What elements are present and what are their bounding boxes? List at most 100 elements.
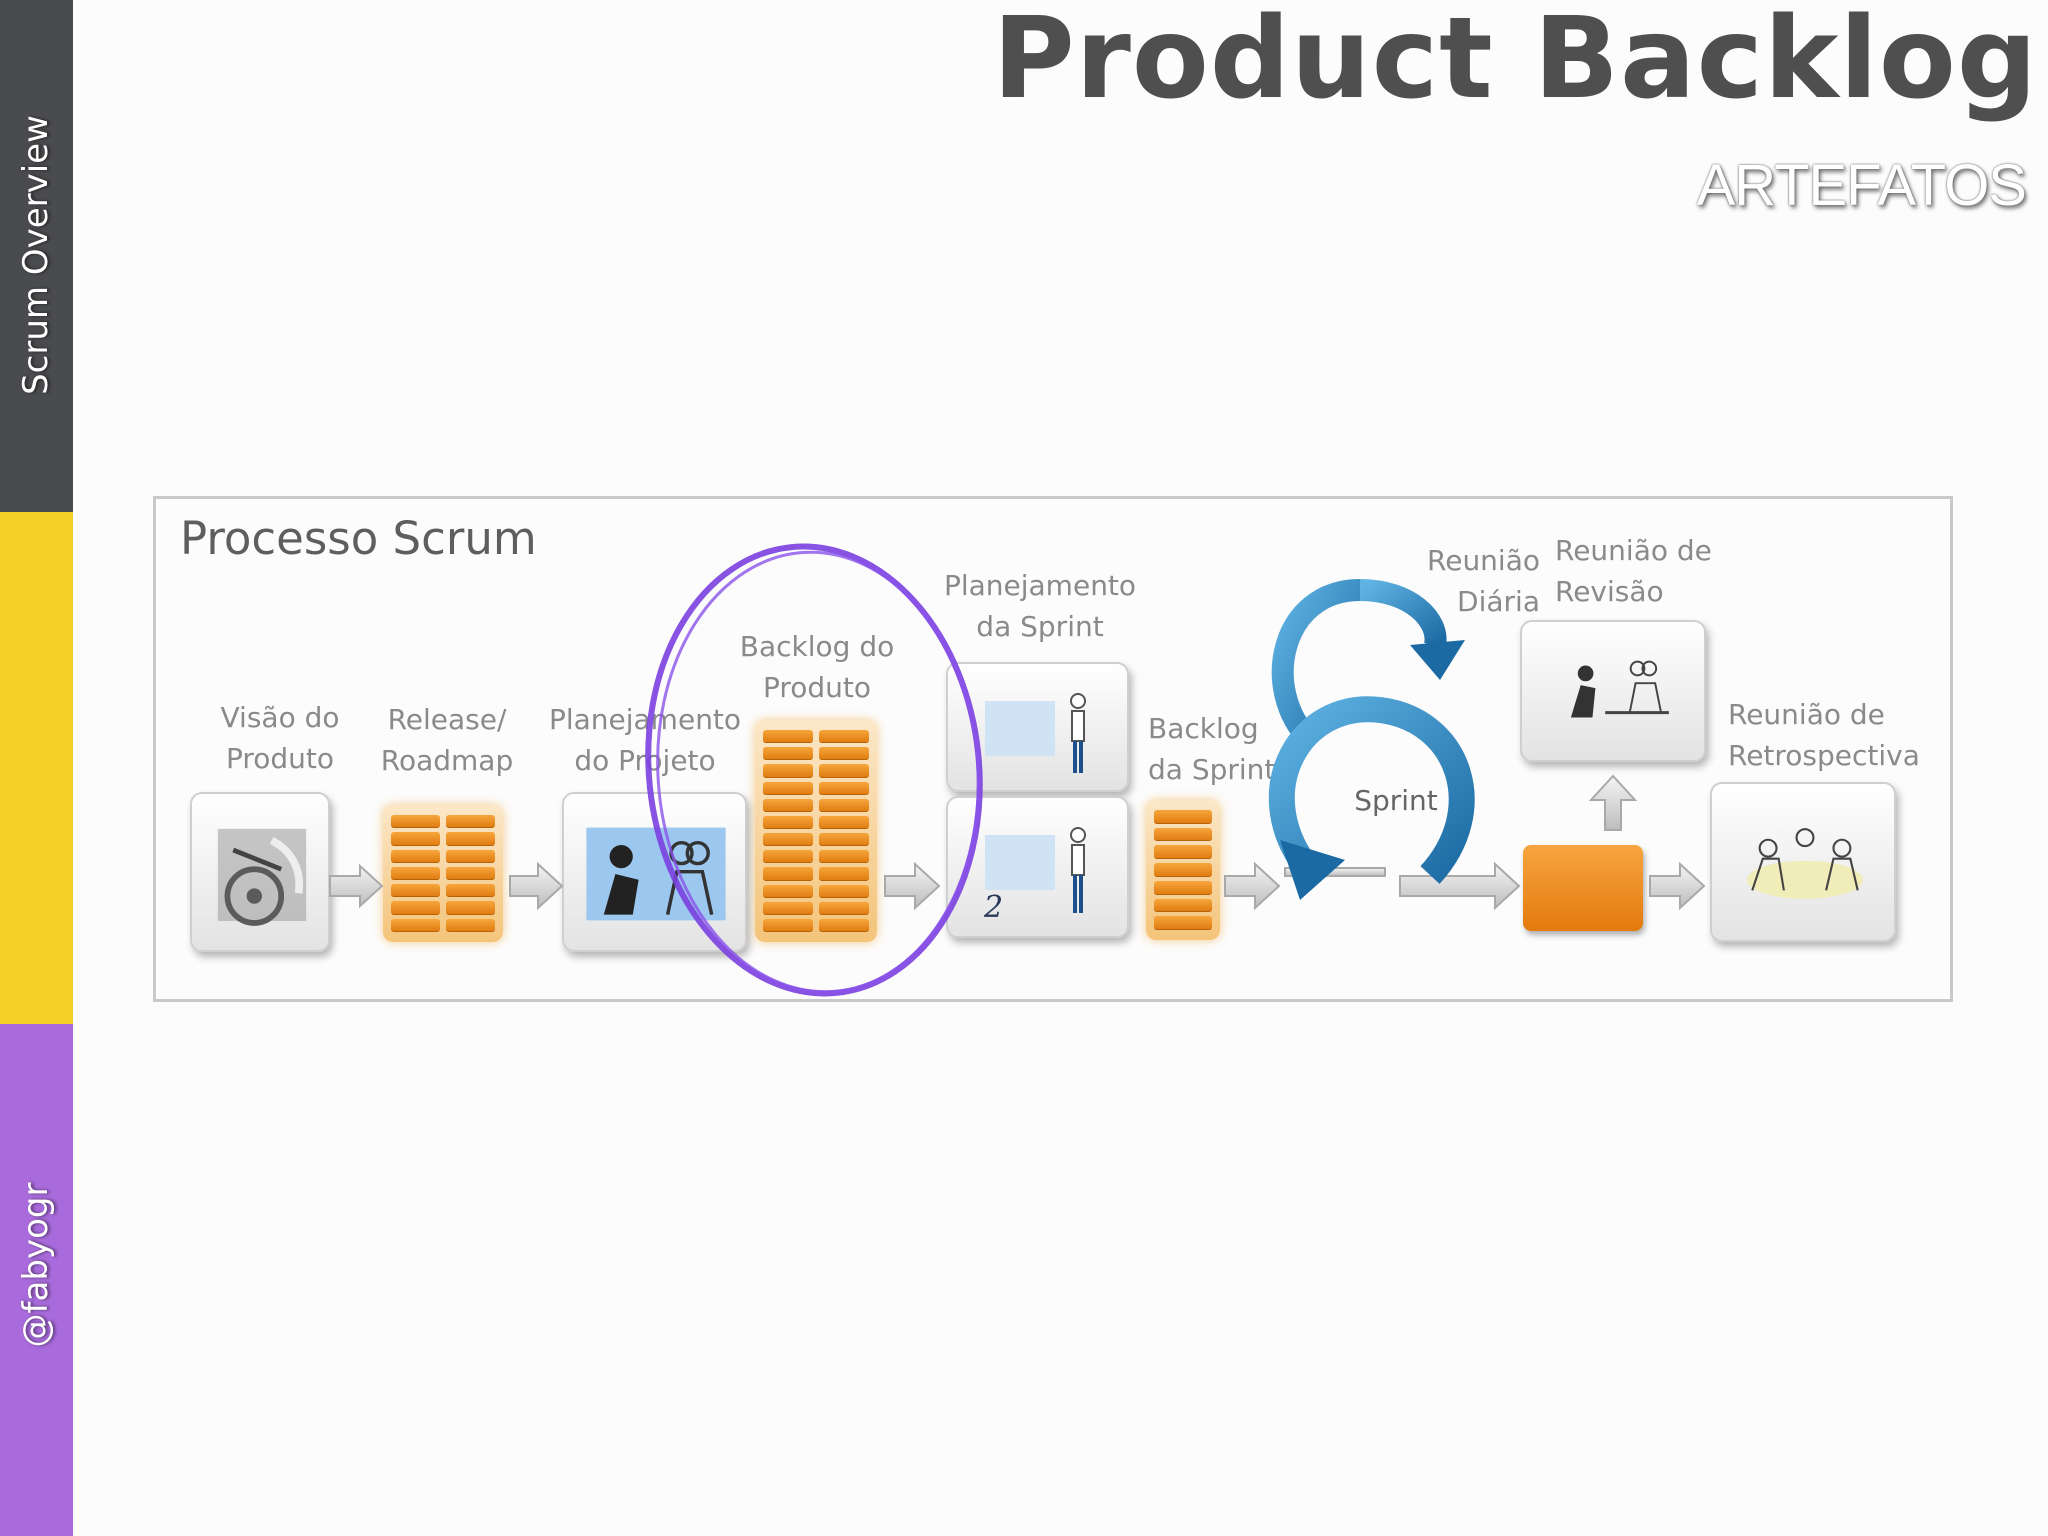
increment-envelope [1523, 845, 1643, 931]
backlog-item [446, 901, 495, 915]
presenter-icon [985, 693, 1086, 773]
sidebar-handle-band [0, 1024, 73, 1536]
backlog-item [446, 849, 495, 863]
backlog-item [819, 781, 869, 795]
backlog-item [391, 815, 440, 829]
label-line: Reunião [1427, 544, 1540, 577]
backlog-item [1154, 880, 1212, 895]
backlog-item [446, 815, 495, 829]
sprint-loop-arrow [1268, 696, 1475, 884]
backlog-item [446, 866, 495, 881]
backlog-item [763, 747, 813, 761]
backlog-item [819, 867, 869, 881]
label-line: da Sprint [1148, 753, 1276, 786]
backlog-item [819, 833, 869, 847]
backlog-item [819, 918, 869, 933]
flow-arrow [884, 861, 941, 911]
backlog-item [763, 815, 813, 830]
sprint-planning-step-number: 2 [984, 890, 1004, 925]
sidebar-section-band [0, 0, 73, 512]
daily-loop-arrow [1359, 579, 1447, 648]
label-line: Revisão [1555, 575, 1664, 608]
backlog-item [1154, 845, 1212, 860]
daily-loop-arrowhead [1410, 640, 1465, 680]
meeting-people-icon [1570, 660, 1669, 718]
ship-wheel-icon [217, 828, 307, 926]
vision-step-box [190, 792, 330, 952]
slide-title: Product Backlog [992, 0, 2038, 124]
retrospective-meeting-box [1710, 782, 1896, 942]
label-line: Diária [1457, 585, 1540, 618]
backlog-item [1154, 898, 1212, 913]
backlog-item [819, 747, 869, 761]
backlog-item [1154, 827, 1212, 842]
product-backlog-stack [755, 720, 877, 942]
backlog-item [1154, 916, 1212, 931]
stack-column [1154, 810, 1212, 931]
backlog-item [819, 884, 869, 898]
backlog-item [1154, 863, 1212, 877]
backlog-item [763, 730, 813, 744]
label-visao-do-produto: Visão do Produto [205, 697, 355, 779]
label-reuniao-de-retrospectiva: Reunião de Retrospectiva [1728, 694, 1948, 776]
flow-arrow-up [1588, 774, 1638, 831]
people-meeting-icon [586, 827, 726, 921]
product-backlog-highlight-ring [645, 543, 983, 997]
label-line: Reunião de [1555, 534, 1712, 567]
backlog-item [763, 867, 813, 881]
stack-column [763, 730, 813, 933]
backlog-item [391, 901, 440, 915]
backlog-item [763, 884, 813, 898]
label-line: Retrospectiva [1728, 739, 1920, 772]
backlog-item [819, 850, 869, 864]
sidebar-accent-band [0, 512, 73, 1024]
project-planning-step-box [562, 792, 747, 952]
flow-arrow [509, 861, 564, 911]
backlog-item [391, 918, 440, 932]
backlog-item [446, 884, 495, 898]
label-line: Roadmap [380, 744, 514, 777]
label-reuniao-diaria: Reunião Diária [1380, 540, 1540, 622]
label-line: Backlog do [739, 630, 895, 663]
label-line: Backlog [1148, 712, 1259, 745]
backlog-item [763, 764, 813, 778]
label-planejamento-da-sprint: Planejamento da Sprint [930, 565, 1150, 647]
flow-arrow [1224, 861, 1281, 911]
backlog-item [763, 781, 813, 795]
backlog-item [763, 798, 813, 812]
diagram-title: Processo Scrum [180, 512, 537, 565]
sprint-cycle-arrows: Sprint [1268, 579, 1475, 900]
label-line: Reunião de [1728, 698, 1885, 731]
label-line: da Sprint [976, 610, 1104, 643]
release-roadmap-stack [383, 805, 503, 942]
daily-loop-arrow [1271, 579, 1361, 748]
round-table-icon [1747, 828, 1863, 899]
sprint-loop-arrowhead [1280, 840, 1345, 900]
sprint-backlog-stack [1146, 800, 1220, 940]
label-line: Visão do [220, 701, 340, 734]
stack-column [446, 815, 495, 932]
backlog-item [446, 918, 495, 932]
label-backlog-da-sprint: Backlog da Sprint [1148, 708, 1298, 790]
backlog-item [446, 832, 495, 846]
label-line: Produto [225, 742, 335, 775]
backlog-item [819, 764, 869, 778]
backlog-item [819, 815, 869, 830]
label-line: Planejamento [548, 703, 742, 736]
label-line: do Projeto [574, 744, 716, 777]
stack-column [391, 815, 440, 932]
backlog-item [763, 833, 813, 847]
backlog-item [763, 850, 813, 864]
label-line: Produto [762, 671, 872, 704]
backlog-item [819, 901, 869, 915]
flow-arrow [1649, 861, 1706, 911]
label-line: Release/ [387, 703, 507, 736]
backlog-item [763, 918, 813, 933]
backlog-item [819, 730, 869, 744]
backlog-item [1154, 810, 1212, 824]
backlog-item [391, 866, 440, 881]
label-backlog-do-produto: Backlog do Produto [727, 626, 907, 708]
stack-column [819, 730, 869, 933]
backlog-item [391, 849, 440, 863]
